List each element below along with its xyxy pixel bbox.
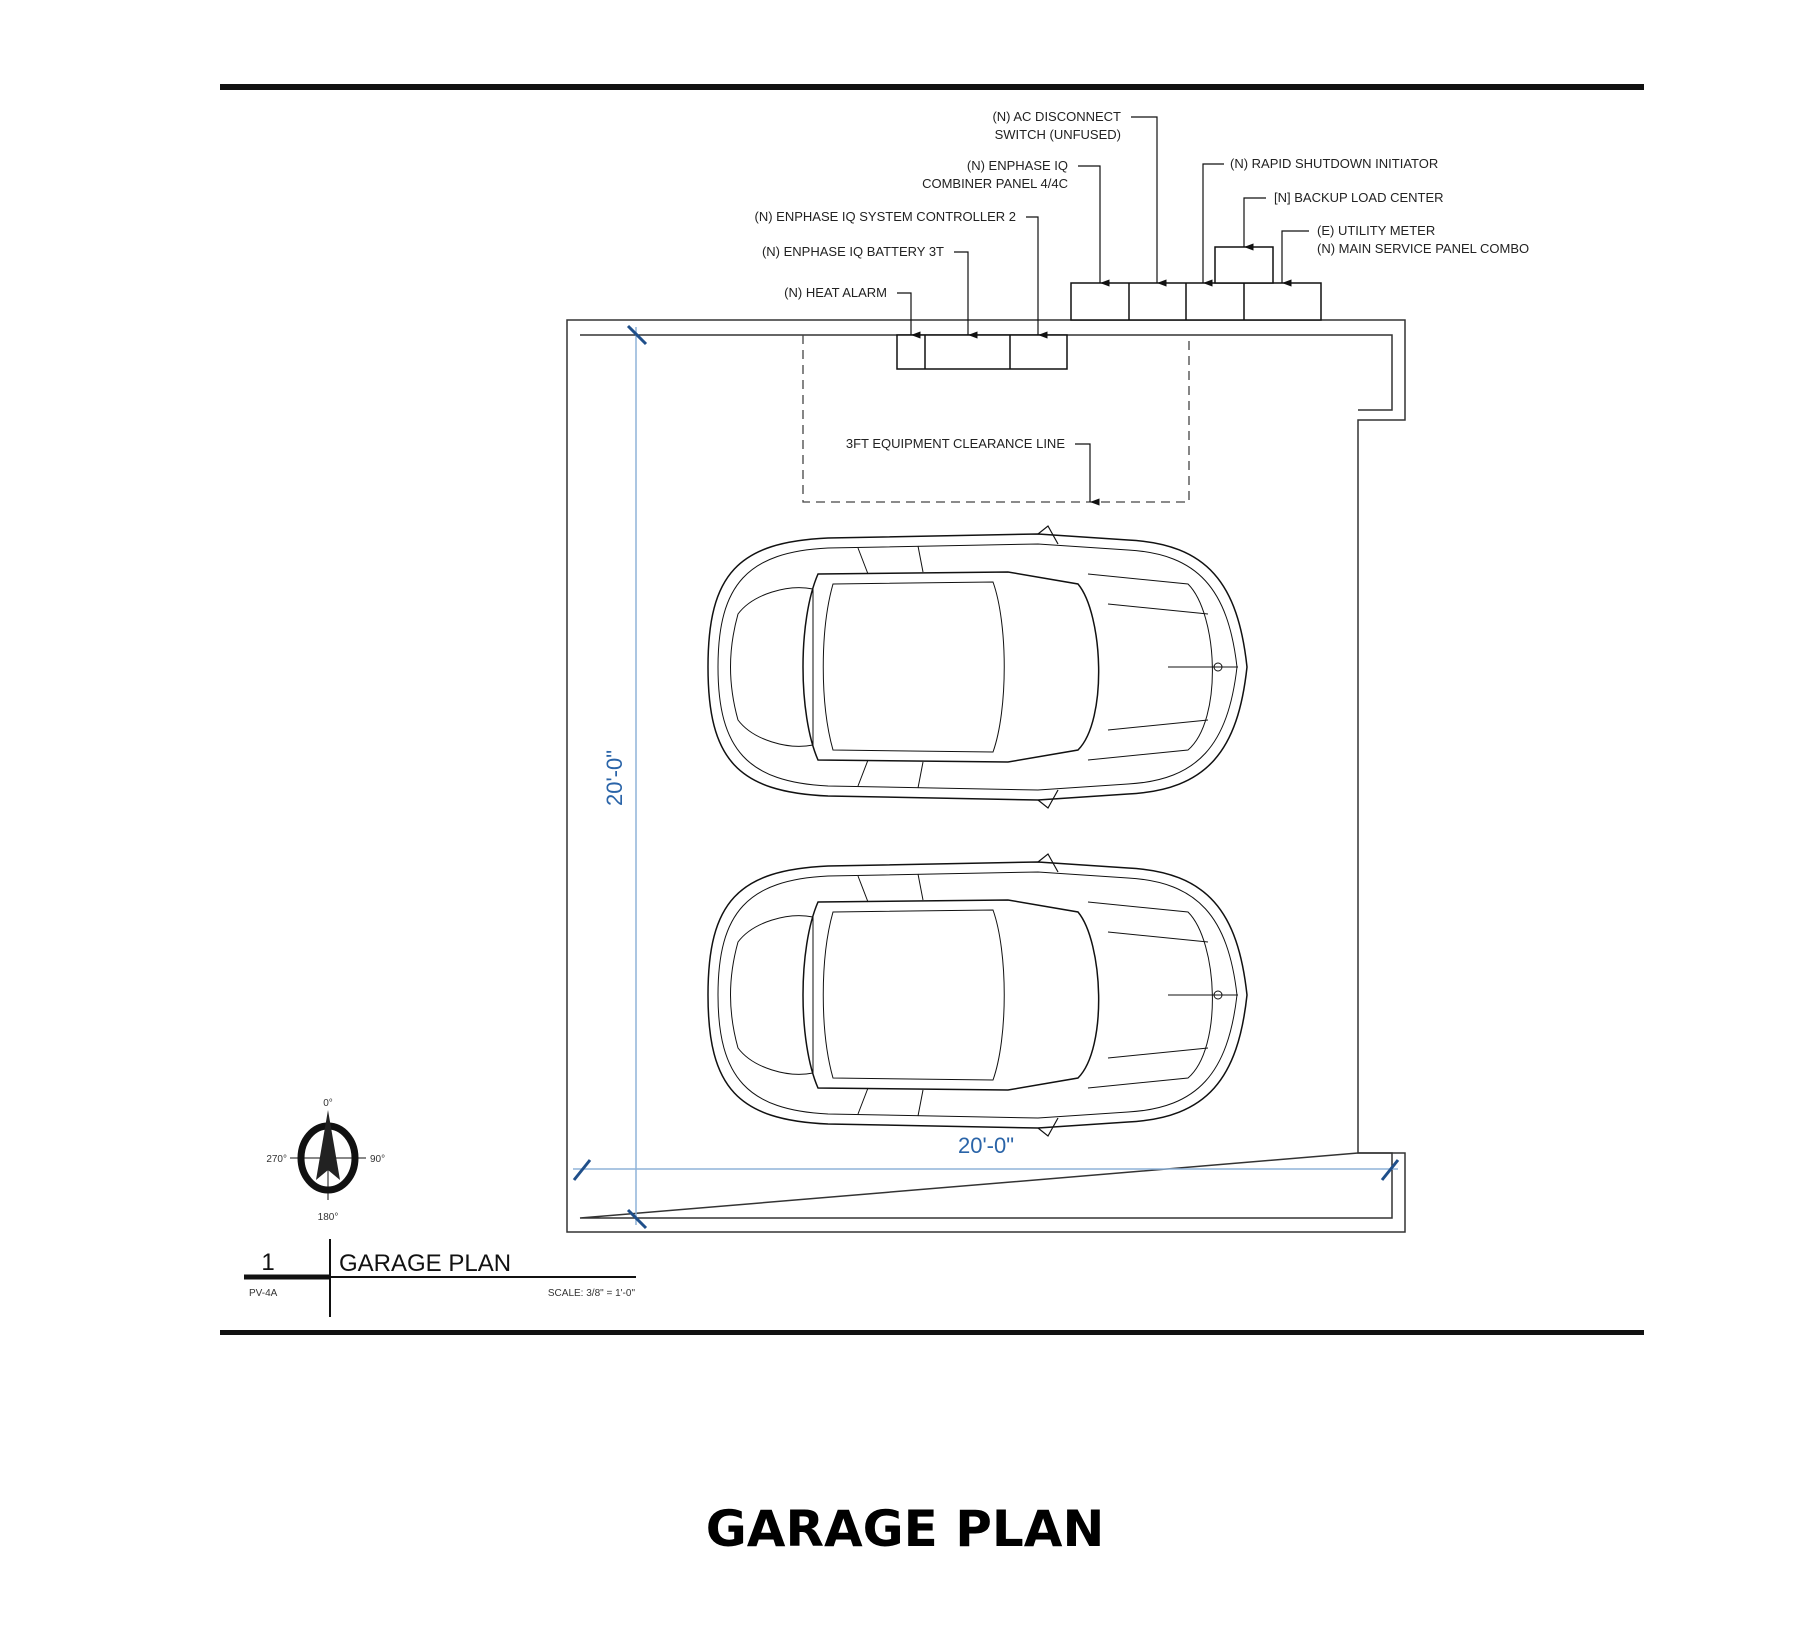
equipment-wall-units [896,246,1322,370]
car-bottom [707,853,1248,1137]
title-block-number: 1 [261,1249,274,1276]
dimension-ticks [572,324,1400,1230]
label-battery: (N) ENPHASE IQ BATTERY 3T [762,244,944,259]
compass-east: 90° [370,1154,385,1165]
compass-north: 0° [323,1098,333,1109]
dimension-lines [573,327,1398,1225]
label-heat-alarm: (N) HEAT ALARM [784,285,887,300]
equipment-clearance-line [802,335,1190,503]
label-rapid-shutdown: (N) RAPID SHUTDOWN INITIATOR [1230,156,1438,171]
label-main-service-panel: (N) MAIN SERVICE PANEL COMBO [1317,241,1529,256]
label-backup-load-center: [N] BACKUP LOAD CENTER [1274,190,1444,205]
label-ac-disconnect: (N) AC DISCONNECT [992,109,1121,124]
title-block-title: GARAGE PLAN [339,1250,511,1277]
car-top [707,525,1248,809]
compass-south: 180° [318,1212,339,1223]
title-block: 1 GARAGE PLAN PV-4A SCALE: 3/8" = 1'-0" [244,1239,636,1317]
dimension-horizontal: 20'-0" [958,1133,1014,1158]
north-arrow-icon [290,1110,366,1200]
dimension-vertical: 20'-0" [602,750,627,806]
equipment-labels: (N) AC DISCONNECT SWITCH (UNFUSED) (N) E… [755,109,1530,451]
label-system-controller: (N) ENPHASE IQ SYSTEM CONTROLLER 2 [755,209,1017,224]
top-border-line [220,84,1644,90]
label-utility-meter: (E) UTILITY METER [1317,223,1435,238]
page-caption: GARAGE PLAN [705,1500,1105,1558]
leader-lines [897,116,1309,506]
garage-walls [566,319,1406,1233]
title-block-sheet: PV-4A [249,1288,278,1299]
title-block-scale: SCALE: 3/8" = 1'-0" [548,1288,636,1299]
label-ac-disconnect-line2: SWITCH (UNFUSED) [995,127,1121,142]
bottom-border-line [220,1330,1644,1335]
label-clearance: 3FT EQUIPMENT CLEARANCE LINE [846,436,1065,451]
label-combiner-line2: COMBINER PANEL 4/4C [922,176,1068,191]
label-combiner: (N) ENPHASE IQ [967,158,1068,173]
compass-west: 270° [266,1154,287,1165]
